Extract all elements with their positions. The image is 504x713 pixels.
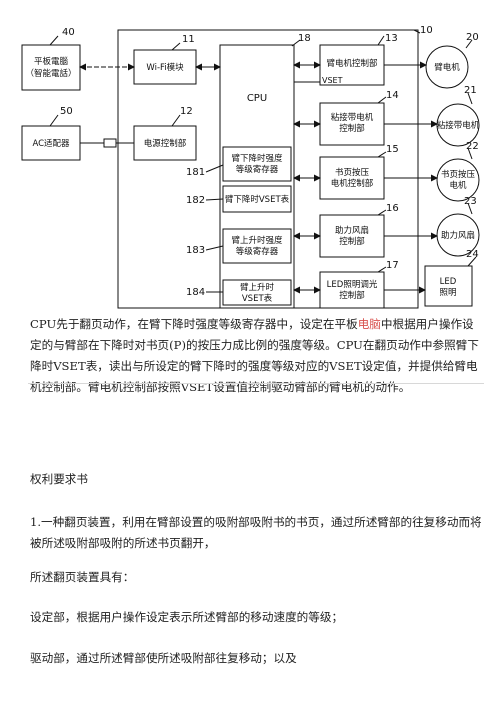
description-text-1: CPU先于翻页动作，在臂下降时强度等级寄存器中，设定在平板: [30, 317, 358, 331]
ref-40: 40: [62, 27, 75, 38]
arm-motor-label: 臂电机: [434, 62, 460, 73]
cpu-label: CPU: [247, 93, 267, 104]
ref-21: 21: [464, 85, 477, 96]
description-highlight-link[interactable]: 电脑: [357, 317, 381, 331]
ref-16: 16: [386, 203, 399, 214]
led-label-2: 照明: [439, 288, 456, 298]
ref-14: 14: [386, 90, 399, 101]
press-motor-label-2: 电机: [449, 180, 467, 191]
table182-label: 臂下降时VSET表: [225, 194, 290, 205]
ac-label: AC适配器: [32, 138, 70, 149]
tablet-label-1: 平板電腦: [34, 56, 69, 67]
press-ctrl-label-2: 电机控制部: [331, 178, 374, 189]
arm-ctrl-label: 臂电机控制部: [326, 58, 378, 69]
ref-184: 184: [186, 287, 205, 298]
claims-heading: 权利要求书: [30, 472, 88, 486]
tablet-box: [21, 44, 81, 91]
led-label-1: LED: [440, 277, 457, 287]
table184-label-2: VSET表: [242, 293, 273, 304]
cpu-box: [219, 44, 295, 309]
fan-ctrl-label-2: 控制部: [339, 236, 365, 247]
claim-item-2: 驱动部，通过所述臂部使所述吸附部往复移动；以及: [30, 651, 297, 665]
ref-23: 23: [464, 196, 477, 207]
press-ctrl-label-1: 书页按压: [335, 167, 370, 178]
reg181-label-2: 等级寄存器: [236, 164, 279, 175]
claim-item-1: 设定部，根据用户操作设定表示所述臂部的移动速度的等级；: [30, 610, 344, 624]
ref-12: 12: [180, 106, 193, 117]
fan-controller-box: [319, 214, 385, 258]
adhesive-ctrl-label-1: 粘接带电机: [331, 112, 374, 123]
adhesive-motor-label: 粘接带电机: [437, 120, 480, 131]
ref-183: 183: [186, 245, 205, 256]
table184-label-1: 臂上升时: [240, 282, 275, 293]
adhesive-ctrl-label-2: 控制部: [339, 123, 365, 134]
description-paragraph: CPU先于翻页动作，在臂下降时强度等级寄存器中，设定在平板电脑中根据用户操作设定…: [30, 314, 482, 398]
register-181-box: [222, 146, 292, 182]
led-ctrl-label-1: LED照明调光: [327, 279, 378, 290]
ref-24: 24: [466, 249, 479, 260]
fan-label: 助力风扇: [441, 230, 475, 241]
ref-10: 10: [420, 25, 433, 36]
ref-182: 182: [186, 195, 205, 206]
power-label: 电源控制部: [144, 138, 187, 149]
ref-181: 181: [186, 167, 205, 178]
press-motor-label-1: 书页按压: [441, 169, 476, 180]
tablet-label-2: （智能電話）: [25, 68, 76, 79]
reg181-label-1: 臂下降时强度: [231, 153, 283, 164]
vset-label: VSET: [322, 76, 343, 85]
led-controller-box: [319, 271, 385, 309]
press-motor-circle: [436, 158, 480, 202]
block-diagram: 平板電腦 （智能電話） Wi-Fi模块 CPU AC适配器 电源控制部 臂电机控…: [21, 25, 480, 309]
reg183-label-1: 臂上升时强度: [231, 235, 283, 246]
wifi-label: Wi-Fi模块: [146, 62, 184, 73]
fan-ctrl-label-1: 助力风扇: [335, 225, 369, 236]
section-divider: [28, 383, 484, 384]
reg183-label-2: 等级寄存器: [236, 246, 279, 257]
ref-50: 50: [60, 106, 73, 117]
ref-20: 20: [466, 32, 479, 43]
press-controller-box: [319, 156, 385, 200]
ref-11: 11: [182, 34, 195, 45]
claim-1: 1.一种翻页装置，利用在臂部设置的吸附部吸附书的书页，通过所述臂部的往复移动而将…: [30, 515, 482, 550]
connector: [103, 138, 117, 148]
register-183-box: [222, 228, 292, 264]
led-ctrl-label-2: 控制部: [339, 290, 365, 301]
claim-lead: 所述翻页装置具有：: [30, 570, 135, 584]
ref-22: 22: [466, 141, 479, 152]
ref-18: 18: [298, 33, 311, 44]
ref-13: 13: [385, 33, 398, 44]
led-lighting-box: [424, 265, 473, 307]
ref-17: 17: [386, 260, 399, 271]
ref-15: 15: [386, 144, 399, 155]
